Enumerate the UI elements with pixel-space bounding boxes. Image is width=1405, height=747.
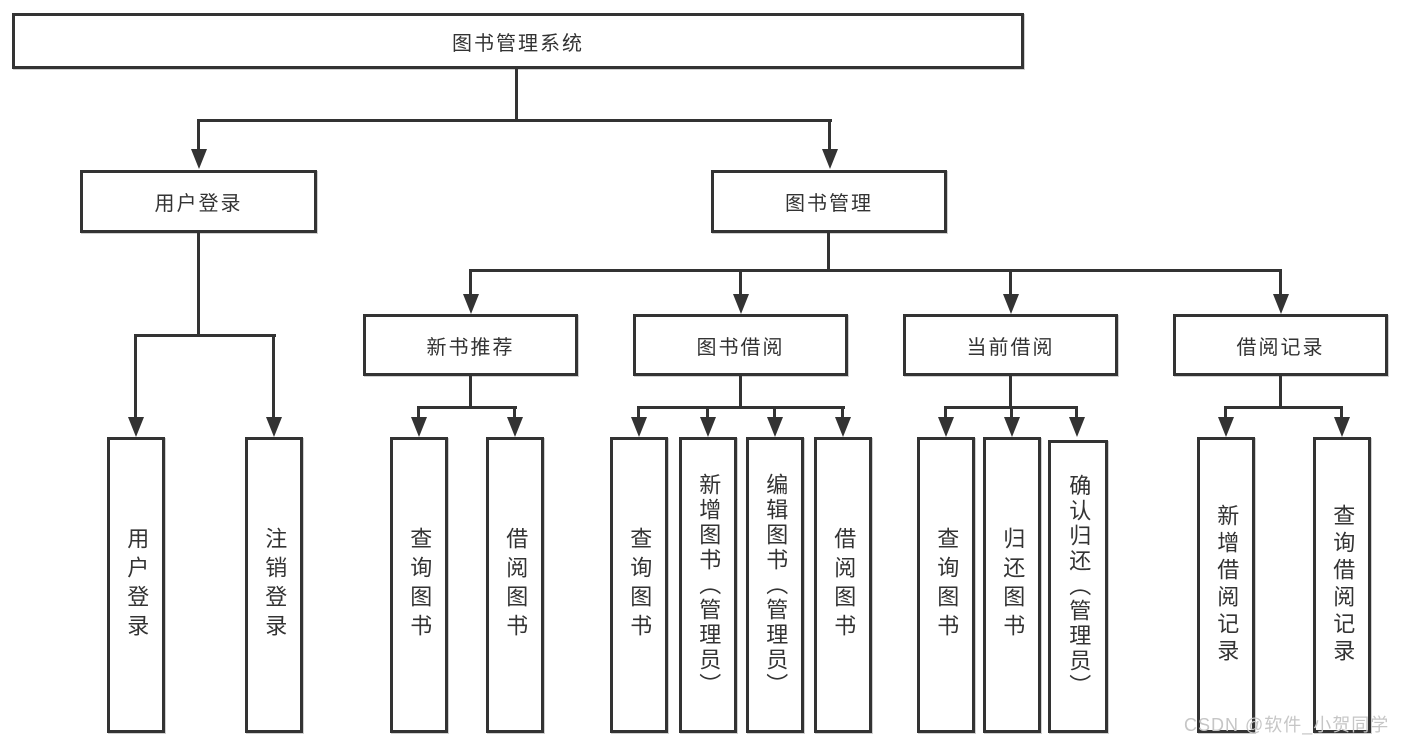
arrow-down-icon: [411, 417, 427, 437]
arrow-down-icon: [1218, 417, 1234, 437]
arrow-down-icon: [767, 417, 783, 437]
leaf-label: 确认归还（管理员）: [1066, 474, 1092, 699]
leaf-query-books: 查询图书: [390, 437, 448, 733]
connector-line: [1279, 269, 1282, 295]
leaf-add-borrow-record: 新增借阅记录: [1197, 437, 1255, 733]
leaf-label: 查询图书: [627, 527, 653, 643]
connector-line: [827, 233, 830, 271]
leaf-add-book-admin: 新增图书（管理员）: [679, 437, 737, 733]
leaf-label: 借阅图书: [831, 527, 857, 643]
connector-line: [739, 376, 742, 408]
connector-line: [637, 406, 845, 409]
node-user-login: 用户登录: [80, 170, 317, 233]
arrow-down-icon: [1334, 417, 1350, 437]
leaf-label: 查询图书: [934, 527, 960, 643]
arrow-down-icon: [1273, 294, 1289, 314]
arrow-down-icon: [822, 149, 838, 169]
node-label: 借阅记录: [1236, 336, 1325, 359]
leaf-borrow-books: 借阅图书: [814, 437, 872, 733]
connector-line: [513, 406, 516, 418]
connector-line: [469, 269, 472, 295]
connector-line: [1224, 406, 1227, 418]
node-label: 图书管理系统: [452, 32, 584, 55]
node-borrowing-records: 借阅记录: [1173, 314, 1388, 376]
leaf-user-login: 用户登录: [107, 437, 165, 733]
leaf-query-books: 查询图书: [917, 437, 975, 733]
connector-line: [1340, 406, 1343, 418]
arrow-down-icon: [700, 417, 716, 437]
connector-line: [197, 233, 200, 336]
connector-line: [272, 334, 275, 417]
node-label: 用户登录: [154, 193, 243, 215]
arrow-down-icon: [128, 417, 144, 437]
connector-line: [828, 119, 831, 150]
connector-line: [134, 334, 137, 417]
leaf-query-borrow-record: 查询借阅记录: [1313, 437, 1371, 733]
leaf-label: 注销登录: [262, 527, 288, 643]
arrow-down-icon: [1004, 417, 1020, 437]
node-book-borrowing: 图书借阅: [633, 314, 848, 376]
arrow-down-icon: [1003, 294, 1019, 314]
connector-line: [944, 406, 947, 418]
leaf-label: 新增借阅记录: [1214, 504, 1240, 666]
leaf-return-books: 归还图书: [983, 437, 1041, 733]
connector-line: [1224, 406, 1343, 409]
leaf-label: 用户登录: [124, 527, 150, 643]
leaf-borrow-books: 借阅图书: [486, 437, 544, 733]
connector-line: [134, 334, 276, 337]
connector-line: [417, 406, 420, 418]
node-current-borrowing: 当前借阅: [903, 314, 1118, 376]
arrow-down-icon: [938, 417, 954, 437]
node-library-management-system: 图书管理系统: [12, 13, 1024, 69]
connector-line: [469, 376, 472, 408]
connector-line: [706, 406, 709, 418]
connector-line: [1009, 376, 1012, 408]
node-label: 当前借阅: [966, 336, 1055, 359]
leaf-logout: 注销登录: [245, 437, 303, 733]
leaf-label: 查询借阅记录: [1330, 504, 1356, 666]
connector-line: [1279, 376, 1282, 408]
leaf-label: 新增图书（管理员）: [696, 472, 722, 698]
node-book-management: 图书管理: [711, 170, 947, 233]
arrow-down-icon: [835, 417, 851, 437]
leaf-query-books: 查询图书: [610, 437, 668, 733]
leaf-label: 编辑图书（管理员）: [763, 472, 789, 698]
connector-line: [469, 269, 1282, 272]
connector-line: [739, 269, 742, 295]
node-label: 图书借阅: [696, 336, 785, 359]
connector-line: [197, 119, 200, 150]
connector-line: [417, 406, 517, 409]
leaf-edit-book-admin: 编辑图书（管理员）: [746, 437, 804, 733]
connector-line: [197, 119, 832, 122]
leaf-label: 借阅图书: [503, 527, 529, 643]
leaf-label: 查询图书: [407, 527, 433, 643]
leaf-confirm-return-admin: 确认归还（管理员）: [1048, 440, 1108, 733]
node-new-book-recommendation: 新书推荐: [363, 314, 578, 376]
leaf-label: 归还图书: [1000, 527, 1026, 643]
csdn-watermark: CSDN @软件_小贺同学: [1184, 715, 1390, 735]
node-label: 新书推荐: [426, 336, 515, 359]
arrow-down-icon: [631, 417, 647, 437]
arrow-down-icon: [191, 149, 207, 169]
arrow-down-icon: [463, 294, 479, 314]
node-label: 图书管理: [785, 193, 873, 215]
connector-line: [1010, 406, 1013, 418]
arrow-down-icon: [1069, 417, 1085, 437]
connector-line: [515, 69, 518, 120]
connector-line: [1009, 269, 1012, 295]
arrow-down-icon: [733, 294, 749, 314]
connector-line: [637, 406, 640, 418]
connector-line: [1075, 406, 1078, 418]
connector-line: [841, 406, 844, 418]
arrow-down-icon: [266, 417, 282, 437]
connector-line: [773, 406, 776, 418]
arrow-down-icon: [507, 417, 523, 437]
